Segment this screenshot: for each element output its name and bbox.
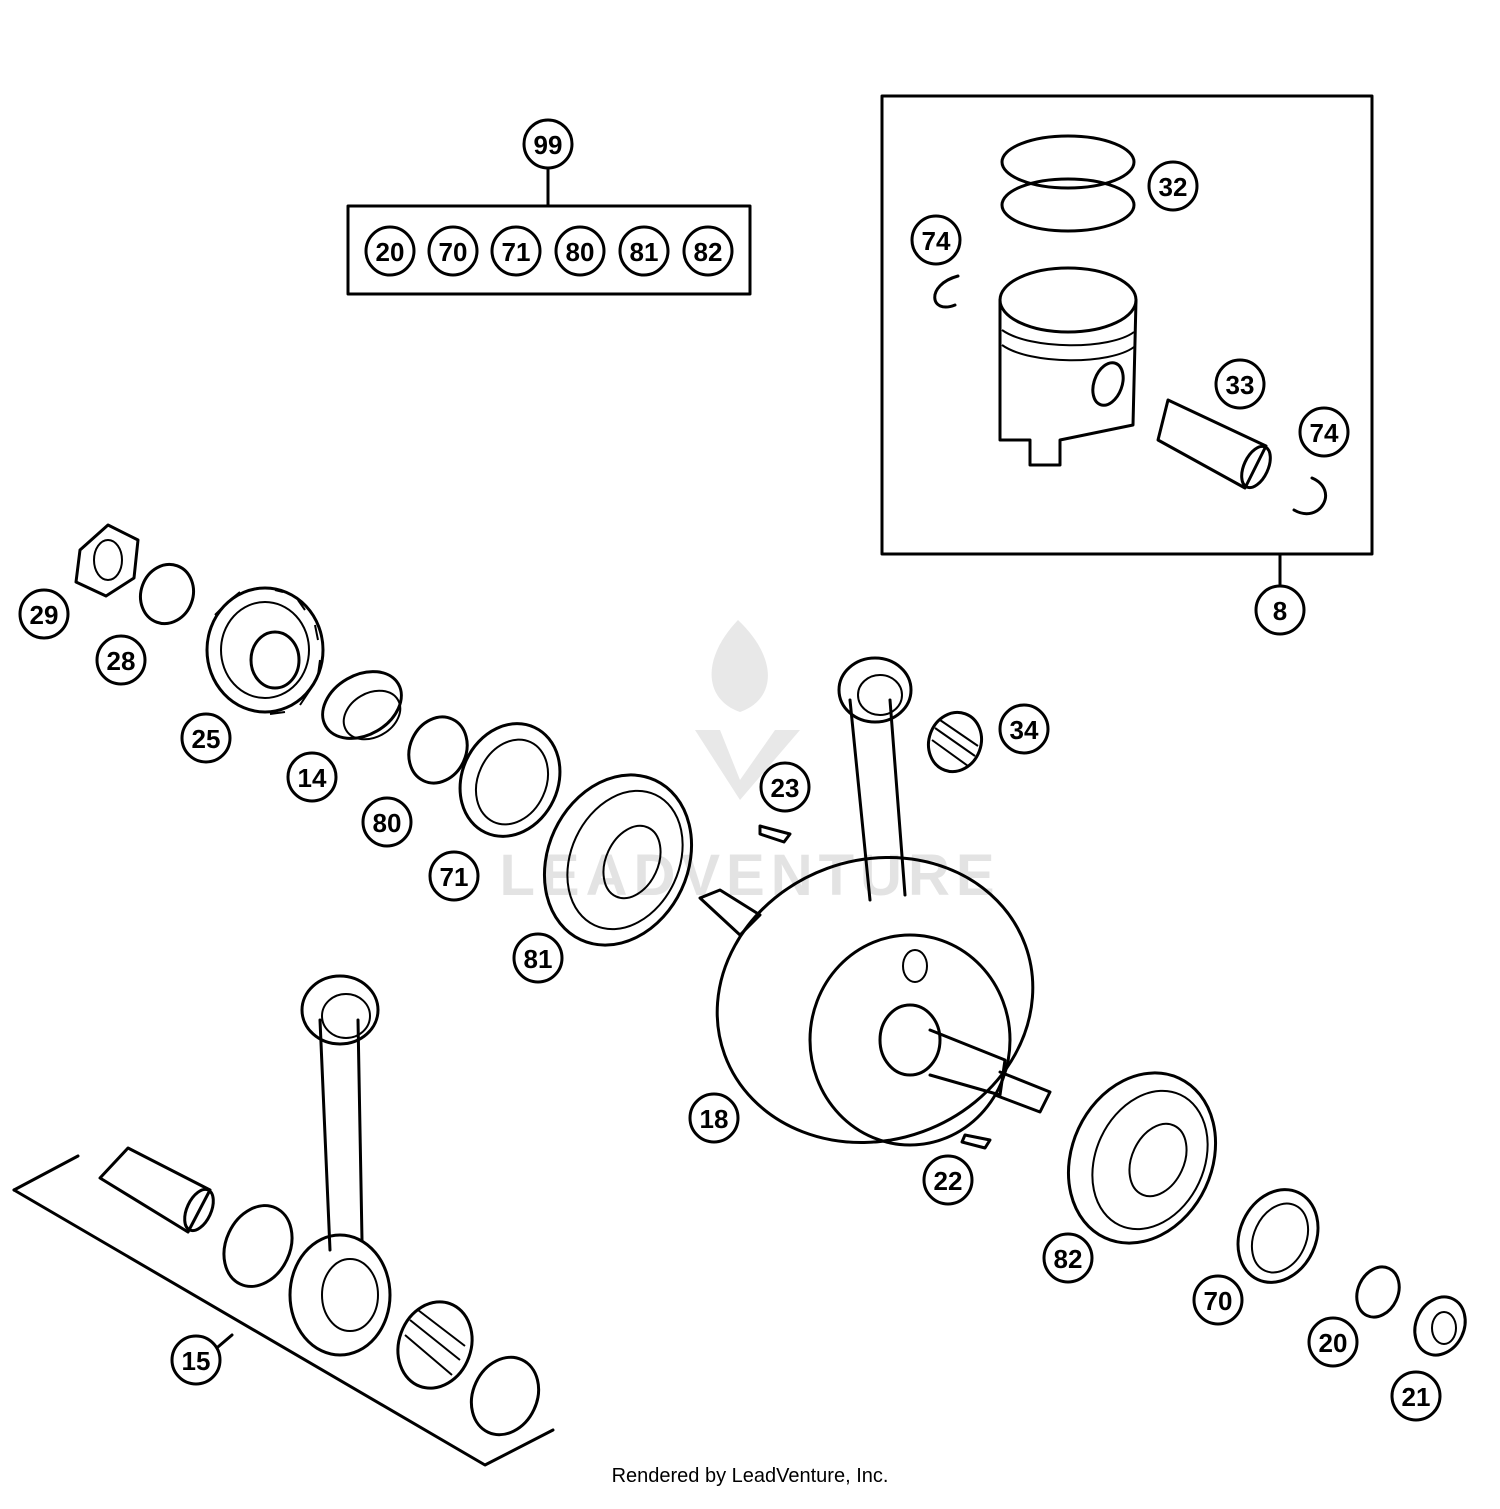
washer-right-part: [1355, 1265, 1401, 1319]
callout-8[interactable]: 8: [1254, 584, 1306, 636]
washer-part: [139, 562, 195, 626]
kit-item-81[interactable]: 81: [618, 225, 670, 277]
svg-text:80: 80: [566, 237, 595, 267]
svg-text:33: 33: [1226, 370, 1255, 400]
callout-71[interactable]: 71: [428, 850, 480, 902]
piston-rings-part: [1000, 134, 1136, 233]
render-credit: Rendered by LeadVenture, Inc.: [611, 1465, 889, 1487]
callout-82[interactable]: 82: [1042, 1232, 1094, 1284]
circlip-right-part: [1292, 476, 1328, 516]
callout-25[interactable]: 25: [180, 712, 232, 764]
conrod-kit-part: [12, 974, 555, 1467]
needle-bearing-upper-part: [927, 710, 983, 774]
svg-text:28: 28: [107, 646, 136, 676]
callout-18[interactable]: 18: [688, 1092, 740, 1144]
shaft-seal-right-part: [1236, 1188, 1320, 1284]
woodruff-key-lower-part: [960, 1133, 992, 1150]
shaft-seal-left-part: [458, 722, 562, 838]
svg-text:80: 80: [373, 808, 402, 838]
nut-right-part: [1413, 1295, 1467, 1357]
svg-text:22: 22: [934, 1166, 963, 1196]
callout-20[interactable]: 20: [1307, 1316, 1359, 1368]
kit-item-80[interactable]: 80: [554, 225, 606, 277]
callout-32[interactable]: 32: [1147, 160, 1199, 212]
svg-text:74: 74: [1310, 418, 1339, 448]
callout-33[interactable]: 33: [1214, 358, 1266, 410]
gear-part: [205, 586, 325, 715]
callout-21[interactable]: 21: [1390, 1370, 1442, 1422]
callout-74-left[interactable]: 74: [910, 214, 962, 266]
svg-text:15: 15: [182, 1346, 211, 1376]
callout-29[interactable]: 29: [18, 588, 70, 640]
kit-box-frame: [346, 204, 752, 296]
callout-14[interactable]: 14: [286, 751, 338, 803]
crankshaft-part: [698, 656, 1052, 1147]
callout-81[interactable]: 81: [512, 932, 564, 984]
svg-text:99: 99: [534, 130, 563, 160]
callout-70[interactable]: 70: [1192, 1274, 1244, 1326]
svg-text:70: 70: [439, 237, 468, 267]
svg-text:20: 20: [376, 237, 405, 267]
svg-text:18: 18: [700, 1104, 729, 1134]
svg-text:21: 21: [1402, 1382, 1431, 1412]
svg-text:71: 71: [440, 862, 469, 892]
svg-text:74: 74: [922, 226, 951, 256]
svg-text:71: 71: [502, 237, 531, 267]
callout-99[interactable]: 99: [522, 118, 574, 170]
watermark-flame-icon: [711, 620, 768, 712]
svg-text:32: 32: [1159, 172, 1188, 202]
watermark-text: LEADVENTURE: [499, 843, 1000, 908]
piston-box: 8 32 74 33 74: [880, 94, 1374, 636]
callout-34[interactable]: 34: [998, 703, 1050, 755]
svg-text:23: 23: [771, 773, 800, 803]
svg-text:81: 81: [630, 237, 659, 267]
svg-text:8: 8: [1273, 596, 1287, 626]
svg-text:70: 70: [1204, 1286, 1233, 1316]
kit-item-82[interactable]: 82: [682, 225, 734, 277]
svg-text:81: 81: [524, 944, 553, 974]
kit-item-71[interactable]: 71: [490, 225, 542, 277]
main-bearing-right-part: [1066, 1071, 1218, 1245]
conrod-pin-part: [98, 1146, 212, 1234]
piston-part: [998, 266, 1138, 467]
circlip-left-part: [933, 274, 960, 309]
spacer-sleeve-part: [321, 670, 403, 741]
callout-80[interactable]: 80: [361, 796, 413, 848]
callout-74-right[interactable]: 74: [1298, 406, 1350, 458]
svg-text:82: 82: [1054, 1244, 1083, 1274]
kit-box: 99 20 70 71 80 81 82: [346, 118, 752, 296]
woodruff-key-upper-part: [758, 824, 792, 844]
svg-text:20: 20: [1319, 1328, 1348, 1358]
o-ring-part: [407, 715, 469, 785]
callout-28[interactable]: 28: [95, 634, 147, 686]
svg-text:82: 82: [694, 237, 723, 267]
svg-text:25: 25: [192, 724, 221, 754]
kit-item-70[interactable]: 70: [427, 225, 479, 277]
callout-15[interactable]: 15: [170, 1334, 222, 1386]
svg-text:34: 34: [1010, 715, 1039, 745]
callout-23[interactable]: 23: [759, 761, 811, 813]
watermark: LEADVENTURE: [499, 620, 1000, 908]
piston-box-frame: [880, 94, 1374, 556]
watermark-v-icon: [695, 730, 800, 800]
svg-text:29: 29: [30, 600, 59, 630]
nut-part: [74, 523, 140, 598]
main-bearing-left-part: [542, 773, 694, 947]
svg-text:14: 14: [298, 763, 327, 793]
piston-pin-part: [1156, 398, 1272, 490]
callout-22[interactable]: 22: [922, 1154, 974, 1206]
kit-item-20[interactable]: 20: [364, 225, 416, 277]
